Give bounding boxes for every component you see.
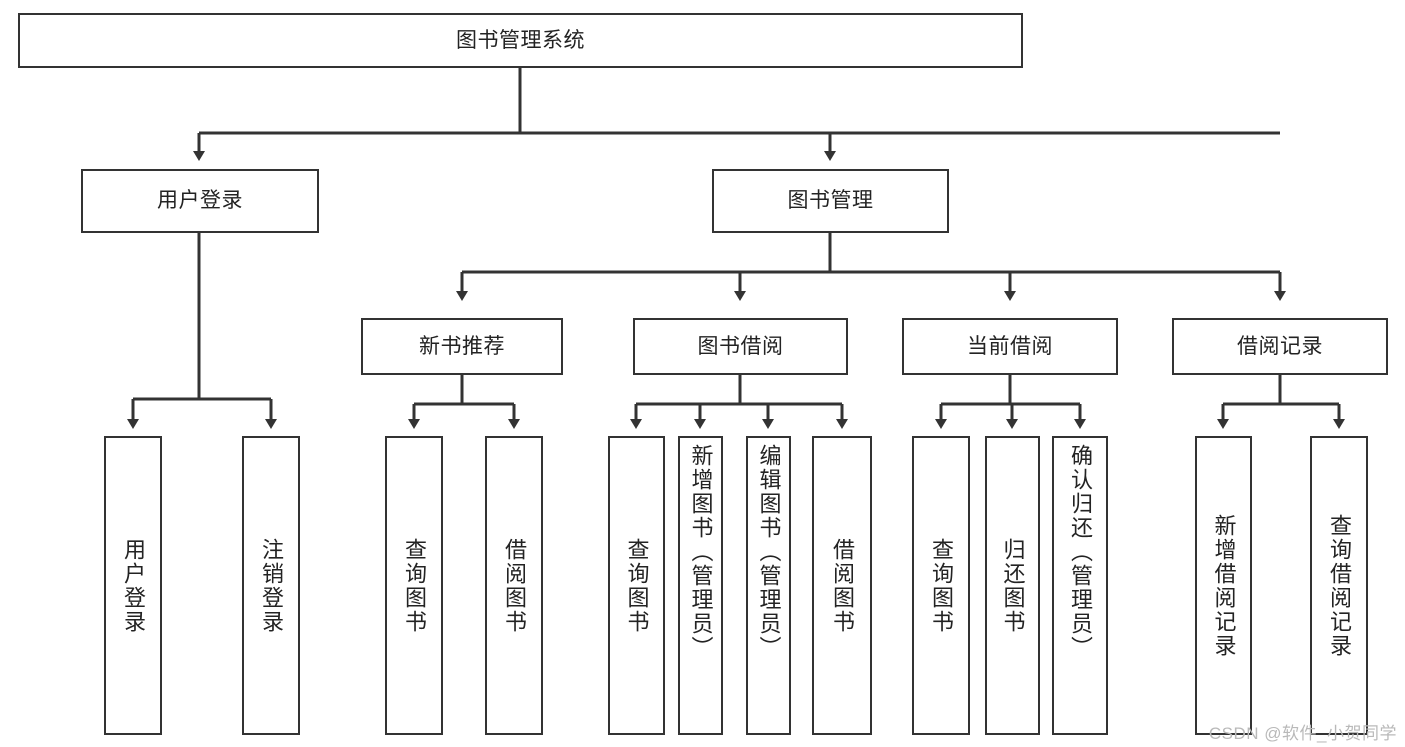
node-new-book-recommend-label: 新书推荐 xyxy=(419,334,505,358)
leaf-add-record-label: 新增借阅记录 xyxy=(1211,513,1237,658)
node-root[interactable]: 图书管理系统 xyxy=(18,13,1023,68)
leaf-edit-book[interactable]: 编辑图书（管理员） xyxy=(746,436,791,735)
leaf-query-record-label: 查询借阅记录 xyxy=(1327,513,1352,658)
node-book-borrow[interactable]: 图书借阅 xyxy=(633,318,848,375)
node-user-login[interactable]: 用户登录 xyxy=(81,169,319,233)
node-borrow-record-label: 借阅记录 xyxy=(1237,334,1323,358)
leaf-query-book-3[interactable]: 查询图书 xyxy=(912,436,970,735)
leaf-query-book-1[interactable]: 查询图书 xyxy=(385,436,443,735)
leaf-logout-login-label: 注销登录 xyxy=(259,537,284,634)
leaf-add-book[interactable]: 新增图书（管理员） xyxy=(678,436,723,735)
leaf-add-record[interactable]: 新增借阅记录 xyxy=(1195,436,1252,735)
leaf-query-record[interactable]: 查询借阅记录 xyxy=(1310,436,1368,735)
leaf-user-login[interactable]: 用户登录 xyxy=(104,436,162,735)
leaf-borrow-book-2[interactable]: 借阅图书 xyxy=(812,436,872,735)
node-book-borrow-label: 图书借阅 xyxy=(697,334,784,358)
node-root-label: 图书管理系统 xyxy=(456,28,585,52)
node-current-borrow-label: 当前借阅 xyxy=(967,334,1053,358)
leaf-edit-book-label: 编辑图书（管理员） xyxy=(756,444,782,660)
leaf-add-book-label: 新增图书（管理员） xyxy=(688,444,714,660)
leaf-query-book-2[interactable]: 查询图书 xyxy=(608,436,665,735)
leaf-borrow-book-1[interactable]: 借阅图书 xyxy=(485,436,543,735)
leaf-confirm-return-label: 确认归还（管理员） xyxy=(1068,444,1093,660)
leaf-query-book-2-label: 查询图书 xyxy=(624,537,650,634)
node-book-management[interactable]: 图书管理 xyxy=(712,169,949,233)
node-user-login-label: 用户登录 xyxy=(157,189,243,213)
node-new-book-recommend[interactable]: 新书推荐 xyxy=(361,318,563,375)
leaf-query-book-3-label: 查询图书 xyxy=(929,537,954,634)
leaf-borrow-book-1-label: 借阅图书 xyxy=(502,537,527,634)
leaf-return-book[interactable]: 归还图书 xyxy=(985,436,1040,735)
watermark-text: CSDN @软件_小贺同学 xyxy=(1208,724,1397,743)
node-book-management-label: 图书管理 xyxy=(787,189,874,213)
leaf-user-login-label: 用户登录 xyxy=(121,537,146,634)
leaf-confirm-return[interactable]: 确认归还（管理员） xyxy=(1052,436,1108,735)
leaf-query-book-1-label: 查询图书 xyxy=(402,537,427,634)
node-borrow-record[interactable]: 借阅记录 xyxy=(1172,318,1388,375)
node-current-borrow[interactable]: 当前借阅 xyxy=(902,318,1118,375)
leaf-return-book-label: 归还图书 xyxy=(1000,537,1026,634)
leaf-borrow-book-2-label: 借阅图书 xyxy=(830,537,855,634)
leaf-logout-login[interactable]: 注销登录 xyxy=(242,436,300,735)
